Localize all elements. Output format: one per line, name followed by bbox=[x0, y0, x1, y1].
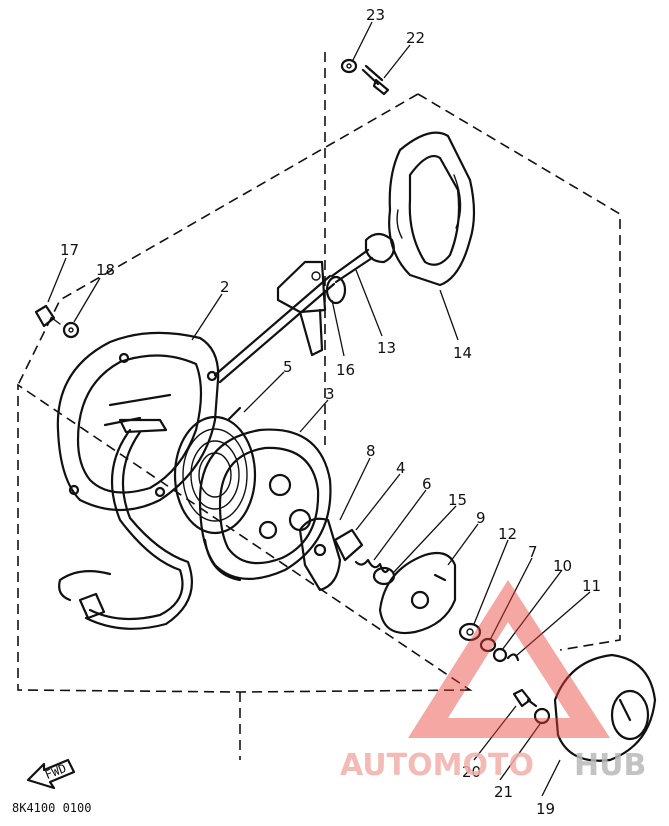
leader-lines bbox=[47, 21, 591, 797]
part-16-rope-guide bbox=[276, 260, 347, 357]
watermark-brand-part2: HUB bbox=[574, 748, 646, 783]
part-10-spring bbox=[492, 647, 508, 663]
part-20-bolt bbox=[512, 688, 538, 708]
wire-harness bbox=[58, 428, 193, 630]
watermark-brand-part1: AUTOMOTO bbox=[340, 748, 534, 783]
part-8-ratchet bbox=[298, 517, 342, 592]
part-12-washer bbox=[458, 622, 482, 642]
part-21-washer bbox=[533, 707, 551, 725]
watermark-triangle-icon bbox=[408, 580, 610, 738]
fwd-label: FWD bbox=[43, 761, 68, 782]
part-22-bolt bbox=[361, 64, 390, 96]
part-19-pulley bbox=[553, 653, 657, 762]
part-6-spring bbox=[354, 558, 390, 574]
label-22: 22 bbox=[406, 29, 425, 47]
part-9-friction-plate bbox=[378, 551, 457, 635]
label-21: 21 bbox=[494, 783, 513, 801]
part-5-spring bbox=[173, 406, 257, 535]
label-12: 12 bbox=[498, 525, 517, 543]
part-labels: 23 22 17 18 2 5 3 16 13 14 8 4 6 15 9 12… bbox=[60, 6, 601, 818]
label-20: 20 bbox=[462, 763, 481, 781]
part-7-washer bbox=[479, 637, 497, 653]
part-17-bolt bbox=[34, 304, 61, 328]
label-4: 4 bbox=[396, 459, 406, 477]
assembly-boundary bbox=[17, 93, 621, 693]
label-5: 5 bbox=[283, 358, 293, 376]
label-8: 8 bbox=[366, 442, 376, 460]
part-13-rope bbox=[213, 248, 374, 384]
label-6: 6 bbox=[422, 475, 432, 493]
label-18: 18 bbox=[96, 261, 115, 279]
label-17: 17 bbox=[60, 241, 79, 259]
label-3: 3 bbox=[325, 385, 335, 403]
label-2: 2 bbox=[220, 278, 230, 296]
label-7: 7 bbox=[528, 543, 538, 561]
fwd-arrow: FWD bbox=[26, 758, 76, 790]
watermark-logo: AUTOMOTO HUB bbox=[340, 580, 646, 783]
part-11-clip bbox=[506, 653, 520, 662]
label-13: 13 bbox=[377, 339, 396, 357]
part-14-handle bbox=[364, 131, 476, 287]
part-4-pawl bbox=[333, 528, 364, 562]
part-3-sheave-drum bbox=[198, 428, 332, 582]
label-9: 9 bbox=[476, 509, 486, 527]
label-19: 19 bbox=[536, 800, 555, 818]
part-18-washer bbox=[62, 321, 80, 339]
label-16: 16 bbox=[336, 361, 355, 379]
label-14: 14 bbox=[453, 344, 472, 362]
part-2-starter-case bbox=[56, 331, 220, 512]
drawing-code: 8K4100 0100 bbox=[12, 801, 91, 815]
label-11: 11 bbox=[582, 577, 601, 595]
label-10: 10 bbox=[553, 557, 572, 575]
label-15: 15 bbox=[448, 491, 467, 509]
part-23-washer bbox=[340, 58, 358, 74]
label-23: 23 bbox=[366, 6, 385, 24]
